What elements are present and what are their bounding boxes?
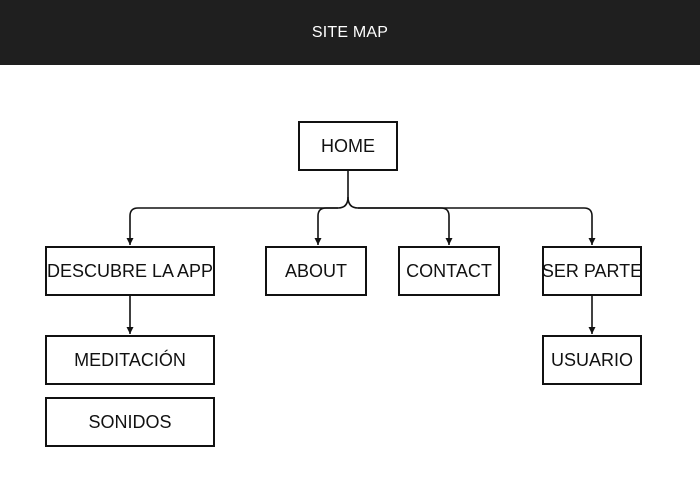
node-contact: CONTACT [398,246,500,296]
connector-home-about [314,207,338,245]
node-about: ABOUT [265,246,367,296]
connector-home-trunk [337,171,349,209]
node-meditacion: MEDITACIÓN [45,335,215,385]
header-bar: SITE MAP [0,0,700,65]
node-sonidos: SONIDOS [45,397,215,447]
connector-home-trunk-right [347,196,359,209]
connector-home-contact [358,207,453,245]
connector-home-ser-parte [358,207,596,245]
node-usuario: USUARIO [542,335,642,385]
node-descubre-la-app: DESCUBRE LA APP [45,246,215,296]
node-home: HOME [298,121,398,171]
node-ser-parte: SER PARTE [542,246,642,296]
page-title: SITE MAP [311,23,389,41]
connector-home-descubre [126,207,338,245]
